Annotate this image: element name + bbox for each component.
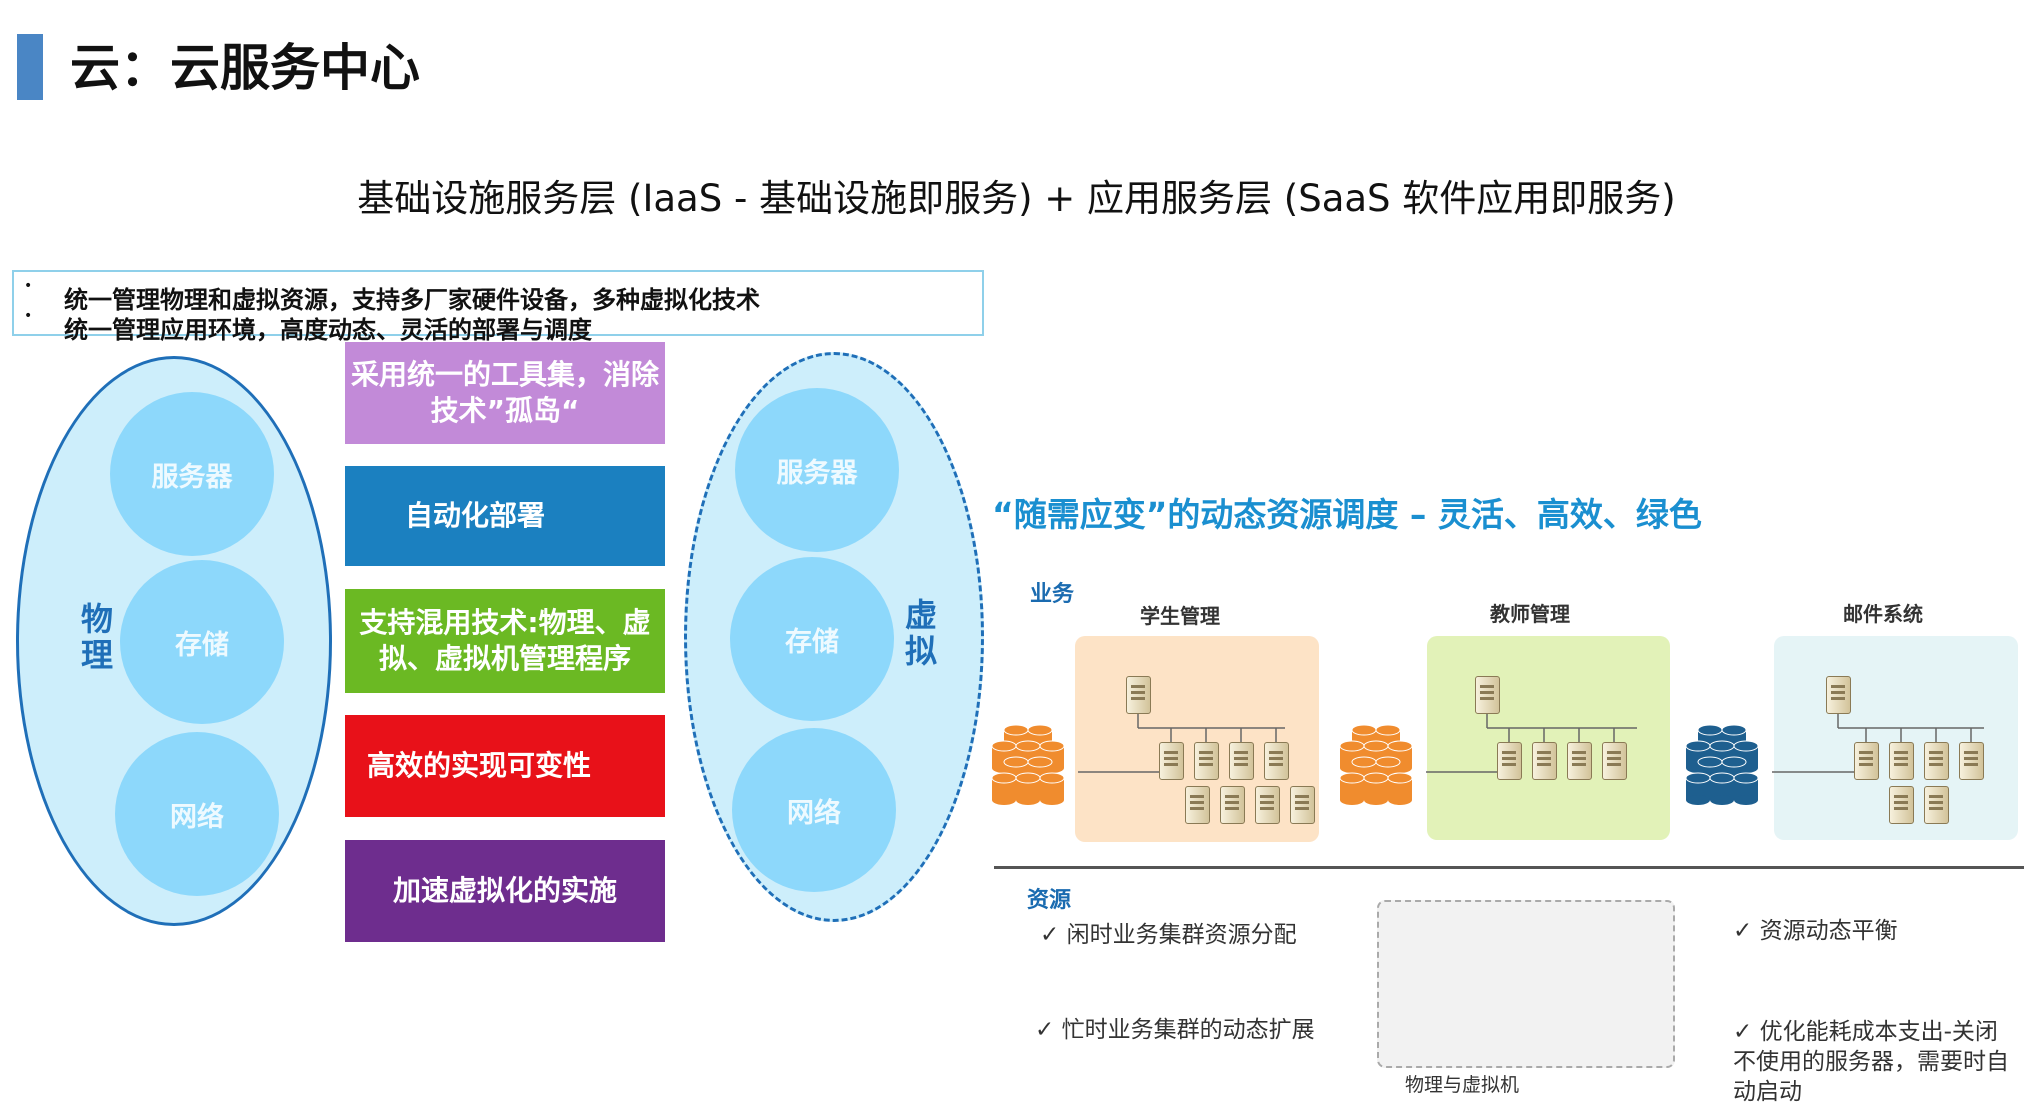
- server-icon: [1159, 742, 1184, 780]
- check-icon: ✓: [1035, 1017, 1062, 1043]
- page-subtitle: 基础设施服务层 (IaaS - 基础设施即服务) + 应用服务层 (SaaS 软…: [357, 177, 1676, 220]
- server-icon: [1290, 786, 1315, 824]
- database-icon: [1363, 772, 1389, 805]
- server-icon: [1264, 742, 1289, 780]
- server-icon: [1532, 742, 1557, 780]
- physical-storage-node: 存储: [120, 560, 284, 724]
- database-icon: [991, 772, 1017, 805]
- server-icon: [1924, 786, 1949, 824]
- physical-label: 物理: [76, 602, 114, 674]
- check-item: ✓ 闲时业务集群资源分配: [1040, 922, 1297, 948]
- group-label-teacher: 教师管理: [1490, 602, 1570, 626]
- database-icon: [1339, 772, 1365, 805]
- server-icon: [1924, 742, 1949, 780]
- database-icon: [1015, 772, 1041, 805]
- server-icon: [1567, 742, 1592, 780]
- database-icon: [1733, 772, 1759, 805]
- server-icon: [1255, 786, 1280, 824]
- physical-network-node: 网络: [115, 732, 279, 896]
- resource-pool-box: [1377, 900, 1675, 1068]
- notes-box: • 统一管理物理和虚拟资源，支持多厂家硬件设备，多种虚拟化技术 • 统一管理应用…: [12, 270, 984, 344]
- virtual-server-node: 服务器: [735, 388, 899, 552]
- note-item: 统一管理应用环境，高度动态、灵活的部署与调度: [64, 316, 592, 344]
- note-item: 统一管理物理和虚拟资源，支持多厂家硬件设备，多种虚拟化技术: [64, 286, 760, 314]
- virtual-storage-node: 存储: [730, 557, 894, 721]
- server-icon: [1889, 742, 1914, 780]
- database-icon: [1685, 772, 1711, 805]
- business-label: 业务: [1030, 582, 1075, 607]
- dynamic-headline: “随需应变”的动态资源调度 – 灵活、高效、绿色: [992, 495, 1702, 534]
- database-icon: [1039, 772, 1065, 805]
- virtual-network-node: 网络: [732, 728, 896, 892]
- group-label-mail: 邮件系统: [1843, 602, 1923, 626]
- virtual-label: 虚拟: [900, 598, 938, 670]
- feature-mixed-tech: 支持混用技术:物理、虚拟、虚拟机管理程序: [345, 589, 665, 693]
- feature-auto-deploy: 自动化部署: [345, 466, 665, 566]
- server-icon: [1229, 742, 1254, 780]
- check-item: ✓ 优化能耗成本支出-关闭不使用的服务器，需要时自动启动: [1733, 1019, 2009, 1105]
- check-icon: ✓: [1733, 1019, 1760, 1045]
- server-icon: [1475, 676, 1500, 714]
- feature-variability: 高效的实现可变性: [345, 715, 665, 817]
- feature-unified-tools: 采用统一的工具集，消除技术”孤岛“: [345, 342, 665, 444]
- resource-label: 资源: [1027, 888, 1072, 913]
- feature-accelerate-virtualization: 加速虚拟化的实施: [345, 840, 665, 942]
- group-panel-teacher: [1427, 636, 1670, 840]
- server-icon: [1959, 742, 1984, 780]
- server-icon: [1194, 742, 1219, 780]
- database-icon: [1709, 772, 1735, 805]
- check-icon: ✓: [1733, 918, 1760, 944]
- server-icon: [1826, 676, 1851, 714]
- group-label-student: 学生管理: [1140, 604, 1220, 628]
- server-icon: [1497, 742, 1522, 780]
- server-icon: [1889, 786, 1914, 824]
- server-icon: [1185, 786, 1210, 824]
- server-icon: [1220, 786, 1245, 824]
- page-title: 云：云服务中心: [70, 39, 420, 97]
- check-icon: ✓: [1040, 922, 1067, 948]
- section-divider: [994, 866, 2024, 869]
- bullet-icon: •: [24, 308, 33, 324]
- check-item: ✓ 忙时业务集群的动态扩展: [1035, 1017, 1315, 1043]
- check-item: ✓ 资源动态平衡: [1733, 918, 1898, 944]
- bullet-icon: •: [24, 278, 33, 294]
- server-icon: [1854, 742, 1879, 780]
- server-icon: [1602, 742, 1627, 780]
- server-icon: [1126, 676, 1151, 714]
- title-accent-bar: [17, 34, 43, 100]
- database-icon: [1387, 772, 1413, 805]
- resource-pool-label: 物理与虚拟机: [1405, 1074, 1520, 1096]
- physical-server-node: 服务器: [110, 392, 274, 556]
